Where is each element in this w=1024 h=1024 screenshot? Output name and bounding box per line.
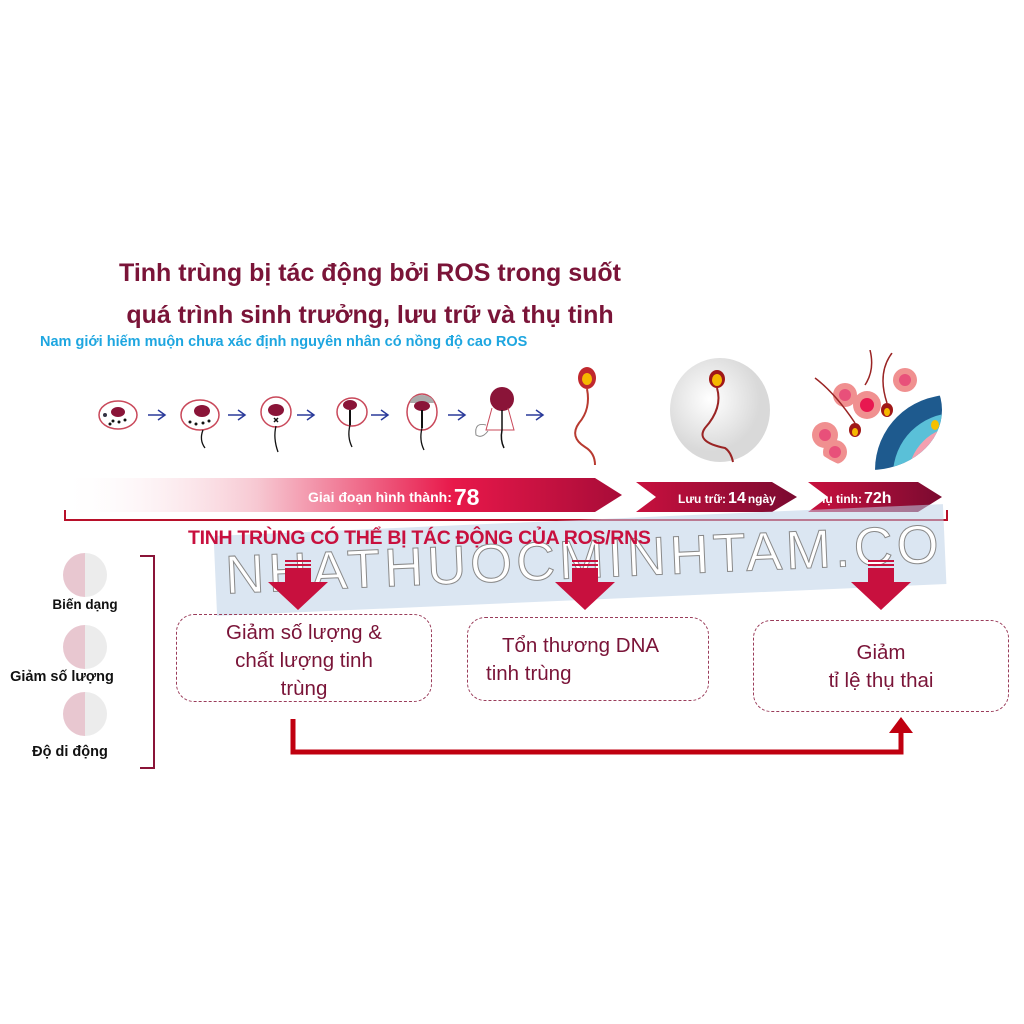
fertilization-stage-label: hụ tinh: 72h bbox=[818, 484, 892, 514]
outcome-box-dna: Tổn thương DNA tinh trùng bbox=[467, 617, 709, 701]
side-bracket bbox=[140, 555, 155, 769]
title-line-1: Tinh trùng bị tác động bởi ROS trong suố… bbox=[119, 259, 621, 287]
fertilization-arrow bbox=[808, 482, 942, 512]
outcome-quality-line1: Giảm số lượng & bbox=[226, 621, 382, 644]
formation-arrow bbox=[60, 478, 622, 512]
outcome-dna-line1: Tổn thương DNA bbox=[502, 634, 660, 657]
spermatogenesis-stages-icon bbox=[98, 367, 596, 466]
arrow-right-icon bbox=[526, 409, 545, 421]
side-label-motility: Độ di động bbox=[32, 744, 108, 760]
fertilization-label: hụ tinh: bbox=[818, 492, 862, 506]
down-arrow-icon bbox=[268, 560, 328, 610]
arrow-right-icon bbox=[371, 409, 390, 421]
arrow-right-icon bbox=[297, 409, 316, 421]
down-arrow-icon bbox=[555, 560, 615, 610]
storage-label: Lưu trữ: bbox=[678, 492, 727, 506]
ros-heading: TINH TRÙNG CÓ THỂ BỊ TÁC ĐỘNG CỦA ROS/RN… bbox=[188, 527, 651, 549]
storage-value: 14 bbox=[728, 490, 746, 507]
fertilization-value: 72h bbox=[863, 490, 892, 507]
subtitle: Nam giới hiếm muộn chưa xác định nguyên … bbox=[40, 334, 528, 350]
formation-label: Giai đoạn hình thành: bbox=[308, 489, 452, 505]
outcome-box-quality: Giảm số lượng & chất lượng tinh trùng bbox=[176, 614, 432, 702]
arrow-right-icon bbox=[148, 409, 167, 421]
stage-1 bbox=[98, 400, 138, 430]
outcome-conception-line2: tỉ lệ thụ thai bbox=[828, 669, 934, 692]
outcome-box-conception: Giảm tỉ lệ thụ thai bbox=[753, 620, 1009, 712]
sperm-egg-fertilization-icon bbox=[798, 350, 942, 470]
outcome-conception-line1: Giảm bbox=[856, 641, 906, 664]
reduced-count-icon bbox=[63, 625, 107, 669]
storage-arrow bbox=[636, 482, 797, 512]
stage-6 bbox=[475, 387, 515, 449]
outcome-quality-line2: chất lượng tinh bbox=[235, 649, 373, 672]
arrow-right-icon bbox=[228, 409, 247, 421]
stage-4 bbox=[336, 397, 368, 448]
deformed-sperm-icon bbox=[63, 553, 107, 597]
connector-arrow bbox=[290, 717, 913, 755]
outcome-dna-line2: tinh trùng bbox=[486, 662, 572, 685]
title-line-2: quá trình sinh trưởng, lưu trữ và thụ ti… bbox=[126, 301, 614, 329]
storage-unit: ngày bbox=[747, 492, 776, 506]
side-label-count: Giảm số lượng bbox=[10, 669, 114, 685]
formation-stage-label: Giai đoạn hình thành: 78 bbox=[308, 480, 479, 514]
arrow-right-icon bbox=[448, 409, 467, 421]
stage-3 bbox=[260, 396, 292, 453]
down-arrow-icon bbox=[851, 560, 911, 610]
timeline bbox=[60, 478, 948, 521]
outcome-quality-line3: trùng bbox=[280, 677, 328, 700]
sperm-in-epididymis-icon bbox=[670, 358, 770, 463]
storage-stage-label: Lưu trữ: 14 ngày bbox=[678, 484, 776, 514]
motility-icon bbox=[63, 692, 107, 736]
side-label-deformation: Biến dạng bbox=[52, 597, 118, 612]
mature-sperm bbox=[574, 367, 596, 466]
formation-value: 78 bbox=[453, 483, 480, 510]
stage-5 bbox=[406, 393, 438, 451]
timeline-bracket bbox=[64, 510, 948, 521]
stage-2 bbox=[180, 399, 220, 449]
